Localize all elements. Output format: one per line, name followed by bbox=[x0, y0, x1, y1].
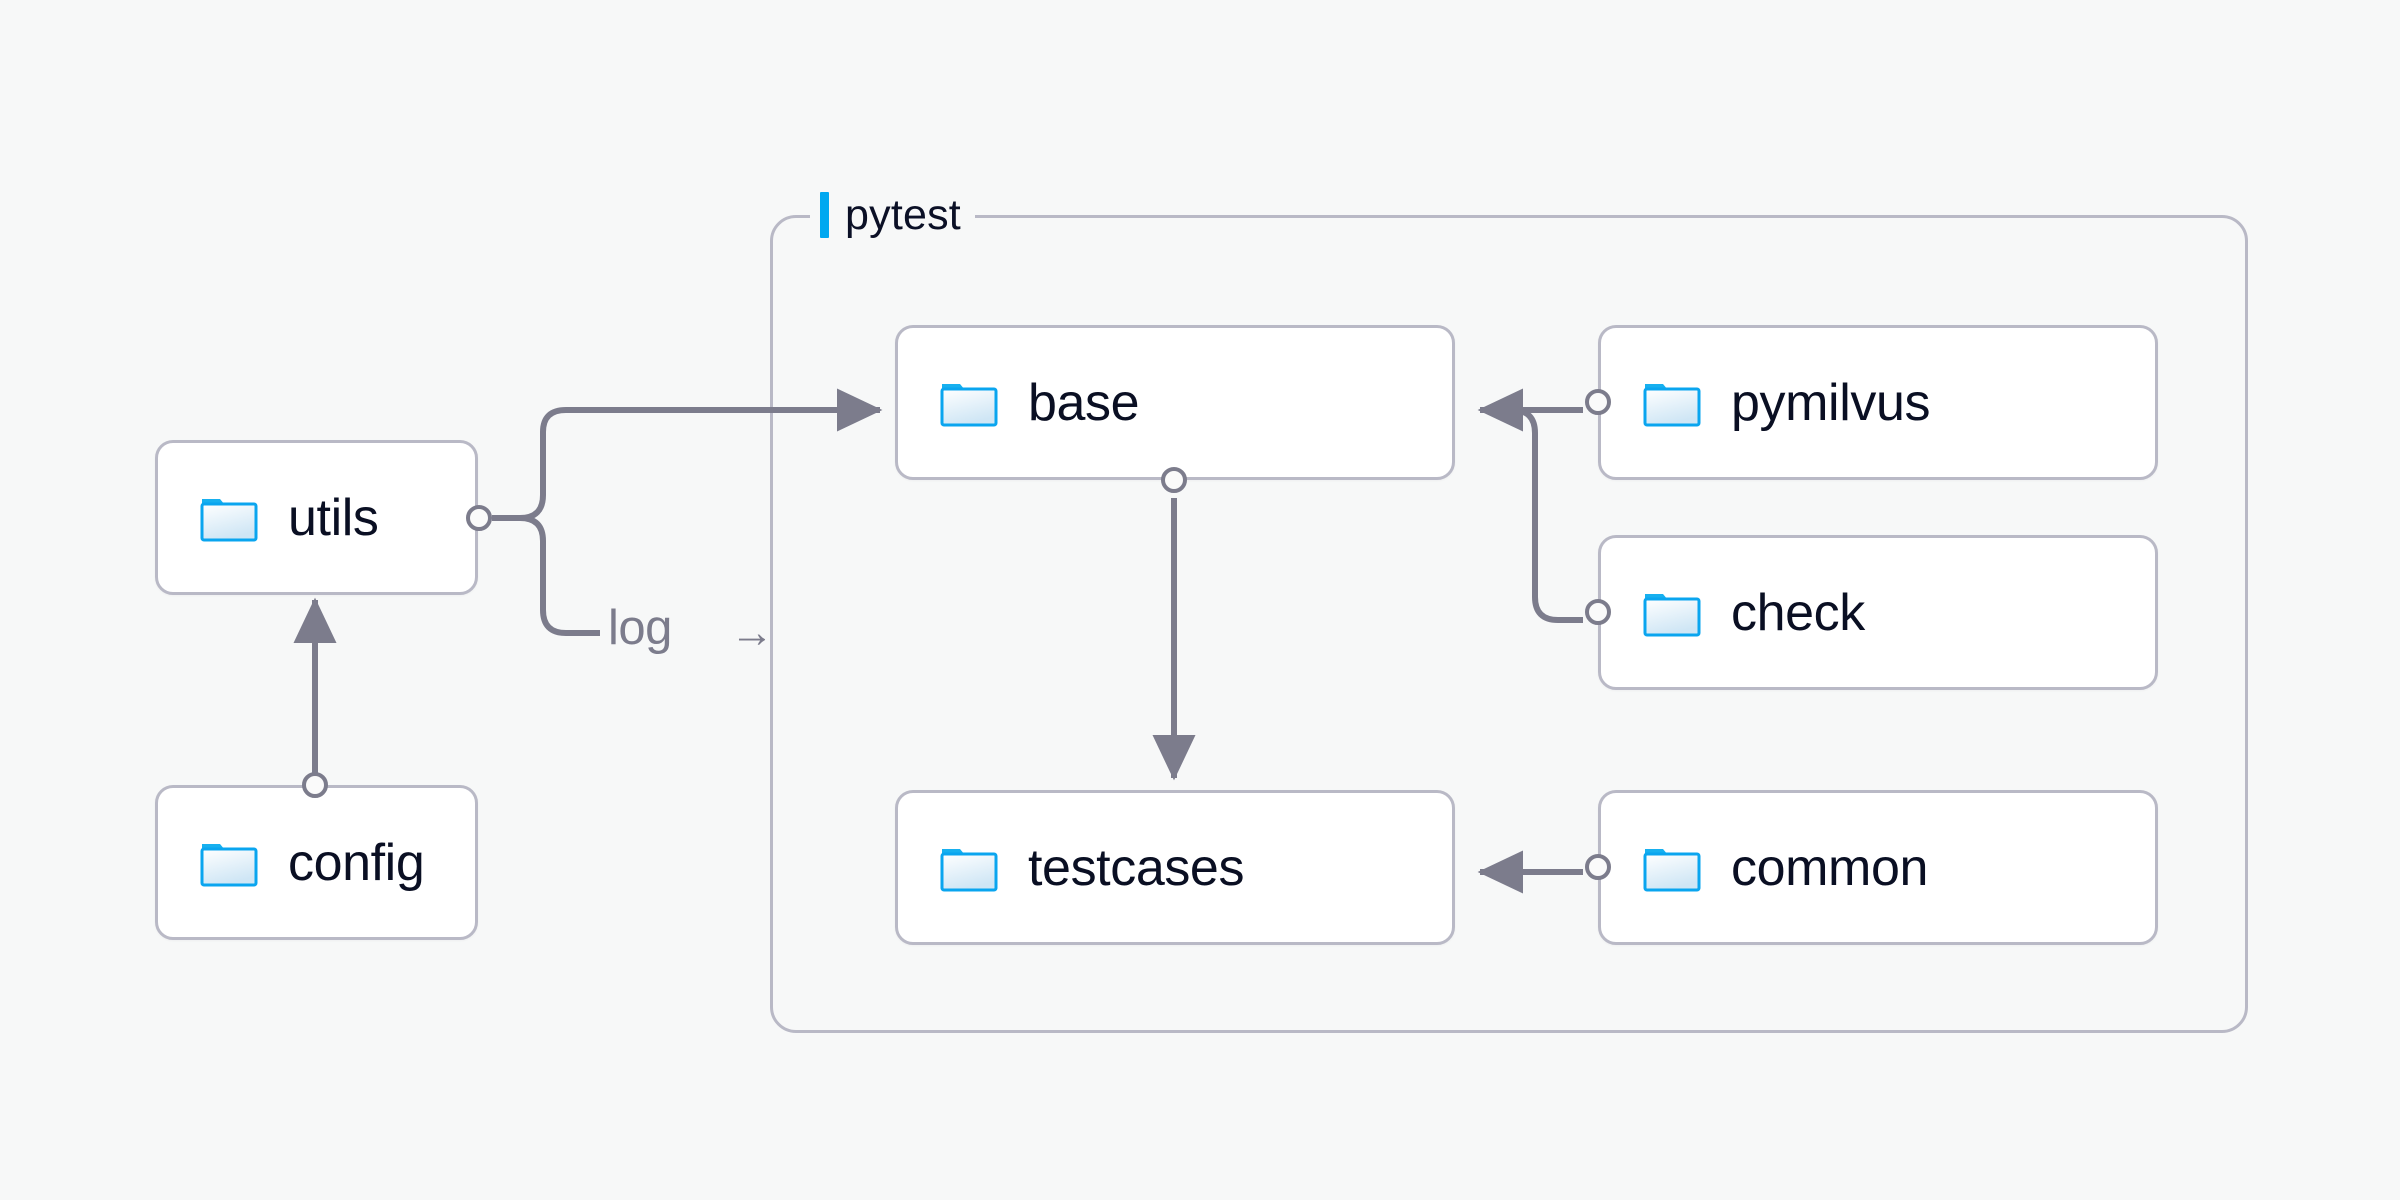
folder-icon bbox=[1643, 842, 1701, 894]
node-common[interactable]: common bbox=[1598, 790, 2158, 945]
node-label: pymilvus bbox=[1731, 373, 1931, 432]
port-base-bottom[interactable] bbox=[1161, 467, 1187, 493]
edge-log-arrow-icon: → bbox=[730, 608, 774, 657]
node-pymilvus[interactable]: pymilvus bbox=[1598, 325, 2158, 480]
node-label: common bbox=[1731, 838, 1928, 897]
folder-icon bbox=[1643, 377, 1701, 429]
node-label: config bbox=[288, 833, 425, 892]
port-config-top[interactable] bbox=[302, 772, 328, 798]
folder-icon bbox=[940, 377, 998, 429]
node-testcases[interactable]: testcases bbox=[895, 790, 1455, 945]
folder-icon bbox=[200, 492, 258, 544]
folder-icon bbox=[1643, 587, 1701, 639]
edge-utils-log bbox=[492, 515, 600, 636]
node-label: utils bbox=[288, 488, 379, 547]
pytest-group-label: pytest bbox=[810, 189, 975, 241]
node-config[interactable]: config bbox=[155, 785, 478, 940]
node-label: base bbox=[1028, 373, 1140, 432]
node-label: testcases bbox=[1028, 838, 1245, 897]
folder-icon bbox=[200, 837, 258, 889]
port-common-left[interactable] bbox=[1585, 854, 1611, 880]
group-label-text: pytest bbox=[845, 190, 961, 239]
node-utils[interactable]: utils bbox=[155, 440, 478, 595]
port-utils-right[interactable] bbox=[466, 505, 492, 531]
node-check[interactable]: check bbox=[1598, 535, 2158, 690]
node-base[interactable]: base bbox=[895, 325, 1455, 480]
folder-icon bbox=[940, 842, 998, 894]
node-label: check bbox=[1731, 583, 1865, 642]
port-check-left[interactable] bbox=[1585, 599, 1611, 625]
port-pymilvus-left[interactable] bbox=[1585, 389, 1611, 415]
edge-label-log: log bbox=[608, 601, 672, 655]
group-accent-bar bbox=[820, 192, 829, 238]
pytest-group-container[interactable] bbox=[770, 215, 2248, 1033]
